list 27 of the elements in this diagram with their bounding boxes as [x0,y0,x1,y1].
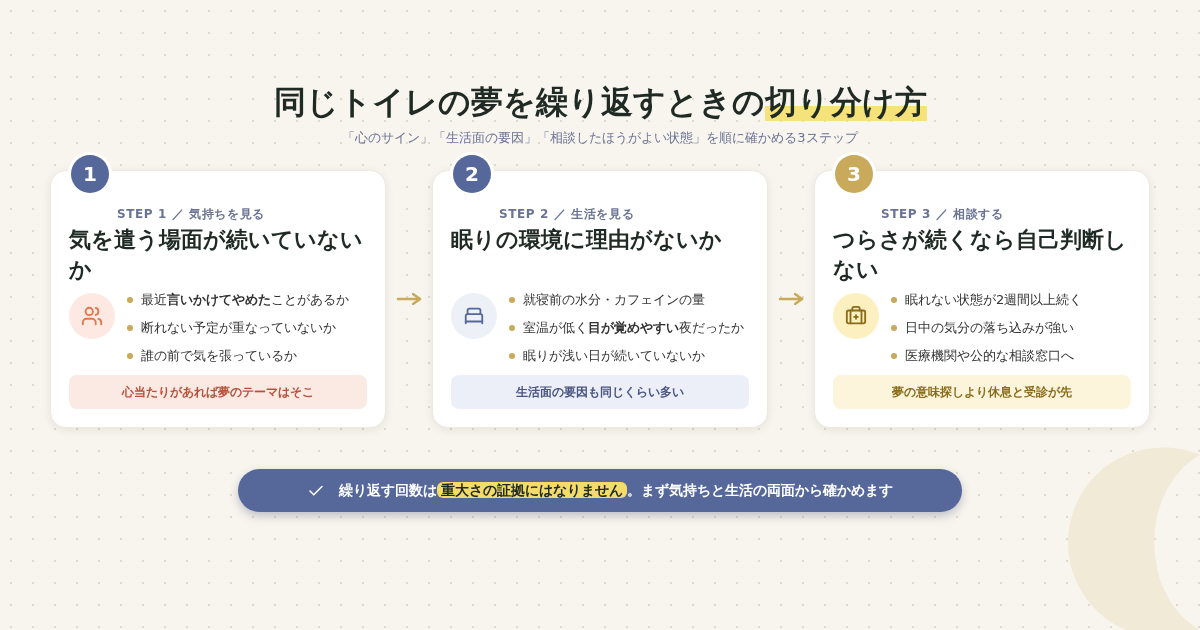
note-bar: 心当たりがあれば夢のテーマはそこ [69,375,367,409]
step-heading: 眠りの環境に理由がないか [451,226,723,254]
bullet-text: 誰の前で気を張っているか [141,347,297,365]
summary-text: 繰り返す回数は重大さの証拠にはなりません。まず気持ちと生活の両面から確かめます [339,481,893,500]
bullet-text: 就寝前の水分・カフェインの量 [523,291,705,309]
bullet-text: 室温が低く目が覚めやすい夜だったか [523,319,744,337]
bullet-text: 日中の気分の落ち込みが強い [905,319,1074,337]
title: 同じトイレの夢を繰り返すときの切り分け方 [273,82,927,123]
note-bar: 生活面の要因も同じくらい多い [451,375,749,409]
bullet-text: 医療機関や公的な相談窓口へ [905,347,1074,365]
bullet-text: 最近言いかけてやめたことがあるか [141,291,349,309]
step-label: STEP 1 ／ 気持ちを見る [117,206,265,223]
bullet-text: 眠りが浅い日が続いていないか [523,347,705,365]
subtitle: 「心のサイン」「生活面の要因」「相談したほうがよい状態」を順に確かめる3ステップ [342,129,858,147]
bullet-text: 断れない予定が重なっていないか [141,319,336,337]
arrow [396,292,422,306]
step-heading: つらさが続くなら自己判断しない [833,226,1128,284]
bullet-text: 眠れない状態が2週間以上続く [905,291,1083,309]
step-number-badge: 2 [453,155,491,193]
step-heading: 気を遣う場面が続いていないか [69,226,364,284]
step-label: STEP 2 ／ 生活を見る [499,206,635,223]
step-number-badge: 3 [835,155,873,193]
arrow [778,292,804,306]
note-bar: 夢の意味探しより休息と受診が先 [833,375,1131,409]
summary-banner [238,469,962,512]
step-label: STEP 3 ／ 相談する [881,206,1004,223]
step-number-badge: 1 [71,155,109,193]
